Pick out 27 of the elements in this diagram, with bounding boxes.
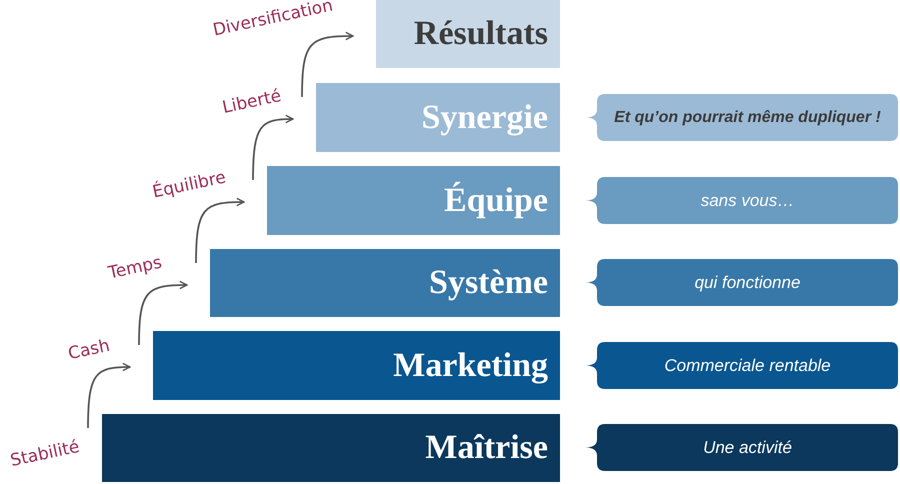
step-title: Marketing [393,346,548,384]
curved-arrow [87,362,131,428]
step-title: Système [429,264,548,302]
curved-arrow [138,280,188,346]
callout-text: Une activité [702,436,793,458]
step-bar [153,331,560,400]
callout-text: sans vous… [700,190,796,212]
step-title: Maîtrise [425,429,548,467]
curved-arrow [195,198,245,264]
step-title: Résultats [414,15,548,53]
step-label: Cash [66,336,112,364]
step-label: Temps [106,252,164,284]
step-bar [376,0,560,68]
step-bar [316,83,560,152]
callout-text: qui fonctionne [694,272,802,294]
step-bar [102,414,560,482]
step-title: Équipe [444,182,548,220]
curved-arrow [252,114,294,180]
step-label: Équilibre [150,168,228,202]
callout-text: Et qu’on pourrait même dupliquer ! [613,108,882,128]
callout-text: Commerciale rentable [663,354,832,376]
step-title: Synergie [421,98,548,136]
step-bar [210,249,560,317]
step-label: Liberté [220,86,283,118]
curved-arrow [301,32,354,98]
step-bar [267,166,560,235]
step-label: Stabilité [8,436,82,472]
